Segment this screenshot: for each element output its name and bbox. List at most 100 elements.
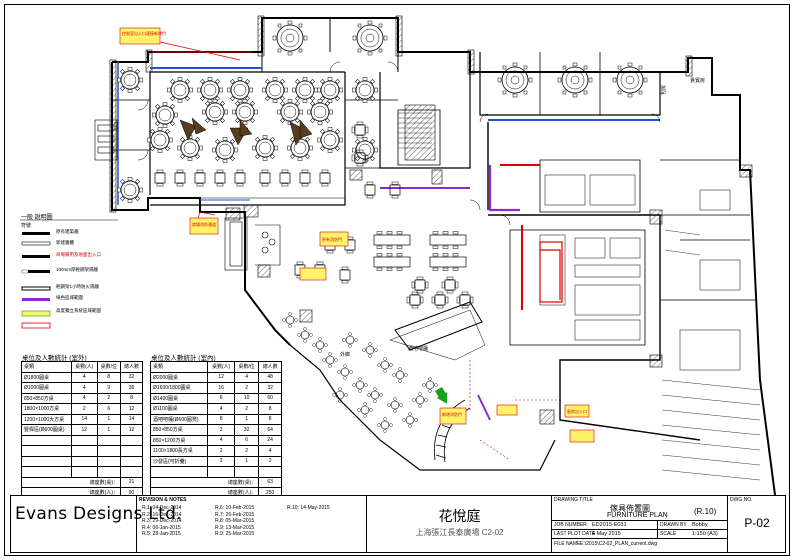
table-cell: 2	[207, 445, 235, 457]
table-cell: 4	[233, 371, 260, 383]
legend-item: 新建牆體	[56, 239, 74, 245]
table-cell: 32	[233, 424, 260, 436]
table-cell: 桌數(人)	[70, 361, 98, 373]
table-cell: 2	[258, 455, 282, 467]
vip-tables	[117, 20, 648, 203]
table-cell: 8	[258, 403, 282, 415]
drawing-title-cn: 傢具佈置圖	[610, 504, 650, 513]
table-cell: 32	[258, 382, 282, 394]
table-cell: 2	[233, 403, 260, 415]
dwg-no-label: DWG NO.	[730, 497, 753, 503]
table-row	[21, 434, 143, 446]
table-cell: 2	[70, 403, 98, 415]
table-cell: 總人數	[258, 361, 282, 373]
table-cell: Ø1800圓桌	[21, 371, 72, 383]
table-cell: 12	[120, 403, 143, 415]
summary-value: 21	[120, 476, 143, 488]
table-cell: Ø1400圓桌	[149, 392, 209, 404]
table-cell: 桌數/位	[233, 361, 260, 373]
label-outdoor: 外廊	[340, 351, 350, 358]
table-cell: 12	[120, 424, 143, 436]
table-cell: 1200×1000大方桌	[21, 413, 72, 425]
revision-col-3: R.10: 14-May-2015	[287, 505, 330, 512]
table-cell: 4	[258, 445, 282, 457]
revision-entry: R.1: 04-Dec-2014	[142, 505, 182, 511]
table-cell	[70, 455, 98, 467]
label-note2: 商場消防通道	[192, 221, 216, 227]
table-cell	[21, 455, 72, 467]
table-cell: 14	[70, 413, 98, 425]
dwg-no: P-02	[744, 516, 770, 530]
drawing-title-label: DRAWING TITLE	[554, 497, 593, 503]
outdoor-tables	[282, 312, 438, 433]
table-cell	[21, 434, 72, 446]
table-cell	[70, 434, 98, 446]
table-cell	[96, 434, 122, 446]
revision-entry: R.9: 13-Mar-2015	[215, 524, 255, 531]
table-cell	[21, 445, 72, 457]
label-note4: 新增消防門	[442, 411, 462, 417]
summary-label: 總座數(桌)：	[20, 476, 122, 488]
label-vip1: 包房	[660, 85, 667, 95]
back-area-hatch	[661, 229, 761, 481]
label-note3: 原有消防門	[322, 236, 342, 242]
table-cell	[120, 445, 143, 457]
table-cell: 8	[96, 371, 122, 383]
legend-item: 商場備用及地面出入口	[56, 251, 101, 257]
table-cell	[120, 434, 143, 446]
table-cell: 850×850方桌	[149, 424, 209, 436]
table-cell: 4	[70, 371, 98, 383]
staircase	[398, 112, 432, 149]
table-cell: 12	[70, 424, 98, 436]
entrance-arrow-icon	[435, 386, 448, 404]
table-cell: 桌數(人)	[207, 361, 235, 373]
table-summary-row: 總座數(桌)：21	[20, 476, 143, 488]
table-cell: 沙發區(可折疊)	[149, 455, 209, 467]
drawing-sheet	[4, 4, 790, 556]
table-cell: Ø2000圓桌	[149, 371, 209, 383]
revision-entry: R.2: 16-Dec-2014	[142, 511, 182, 518]
project-subname: 上海張江長泰廣場 C2-02	[415, 528, 504, 537]
table-cell: 6	[233, 434, 260, 446]
kitchen-equipment	[539, 174, 741, 371]
table-cell: 8	[120, 392, 143, 404]
table-cell: 64	[258, 424, 282, 436]
table-cell: 酒吧吧檯(Ø600圓凳)	[149, 413, 209, 425]
table-summary-row: 總座數(桌)：63	[149, 476, 282, 488]
table-header-row: 桌類桌數(人)桌數/位總人數	[21, 361, 143, 373]
table-cell	[120, 455, 143, 467]
label-entrance: 入口	[114, 122, 120, 132]
label-note1: 控制室出入口連接新增門	[122, 30, 166, 36]
table-cell: 桌類	[21, 361, 72, 373]
table-cell: Ø1100圓桌	[149, 403, 209, 415]
table-cell: 850×850方桌	[21, 392, 72, 404]
table-cell: 2	[233, 382, 260, 394]
project-cell: 花悅庭 上海張江長泰廣場 C2-02	[366, 496, 551, 552]
plan-labels: 入口 外廊 酒吧吧檯 包房 貴賓房 控制室出入口連接新增門 商場消防通道 原有消…	[114, 30, 705, 417]
drawn-by-label: DRAWN BY	[660, 522, 687, 528]
table-row	[149, 466, 282, 478]
table-cell: 1	[96, 413, 122, 425]
drawn-by: Bobby	[692, 522, 708, 528]
table-cell: 36	[120, 382, 143, 394]
label-note5: 廚房出入口	[567, 408, 587, 414]
table-cell: 32	[120, 371, 143, 383]
table-cell: 24	[258, 434, 282, 446]
table-cell: 1	[233, 413, 260, 425]
revision-entry: R.3: 29-Dec-2014	[142, 518, 182, 524]
table-cell: 8	[258, 413, 282, 425]
revision-entry: R.4: 06-Jan-2015	[142, 524, 181, 531]
table-cell: Ø1600/1800圓桌	[149, 382, 209, 394]
revision-entry: R.8: 05-Mar-2015	[215, 518, 255, 524]
dwg-no-cell: DWG NO. P-02	[727, 496, 785, 552]
